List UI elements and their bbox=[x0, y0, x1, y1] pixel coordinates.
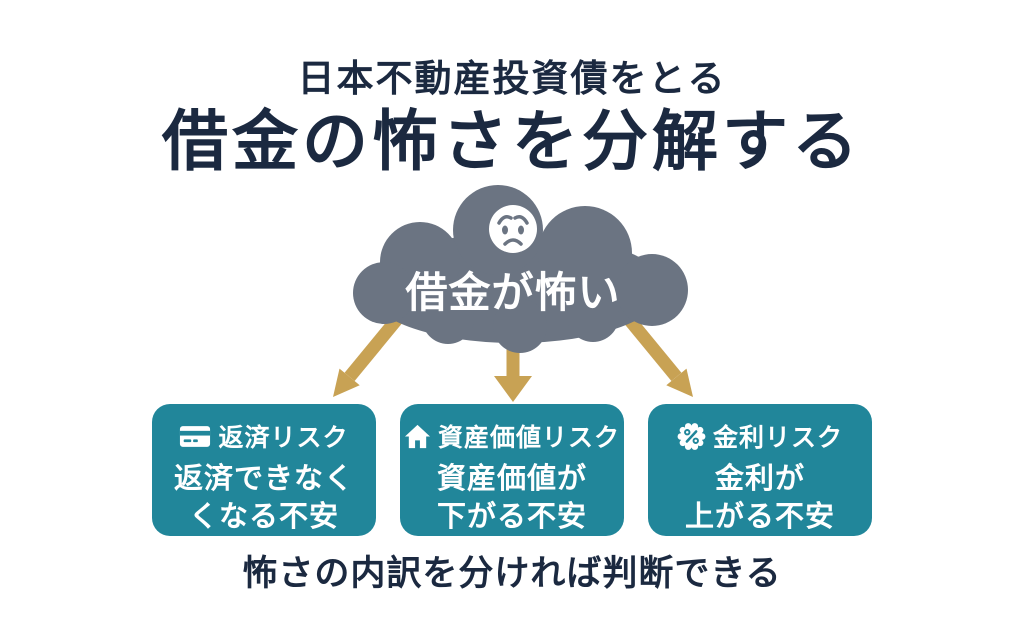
page-subtitle: 日本不動産投資債をとる bbox=[297, 58, 727, 99]
risk-card-line2: 下がる不安 bbox=[436, 500, 587, 533]
risk-card-header: 返済リスク bbox=[152, 418, 376, 454]
risk-card-line1: 返済できなく bbox=[173, 463, 354, 495]
page-title: 借金の怖さを分解する bbox=[162, 104, 862, 178]
worried-face-icon bbox=[489, 205, 537, 253]
risk-card-description: 資産価値が 下がる不安 bbox=[400, 461, 624, 536]
risk-card-repayment: 返済リスク 返済できなく くなる不安 bbox=[152, 404, 376, 536]
risk-card-title: 資産価値リスク bbox=[437, 424, 620, 452]
risk-card-title: 返済リスク bbox=[218, 424, 349, 452]
risk-card-description: 返済できなく くなる不安 bbox=[152, 461, 376, 536]
risk-card-line1: 資産価値が bbox=[436, 463, 587, 495]
risk-card-description: 金利が 上がる不安 bbox=[648, 461, 872, 536]
risk-card-line2: 上がる不安 bbox=[684, 500, 835, 533]
cloud-label: 借金が怖い bbox=[405, 269, 621, 316]
risk-card-line1: 金利が bbox=[714, 463, 805, 495]
arrow-down-left-icon bbox=[333, 313, 404, 397]
risk-cards-row: 返済リスク 返済できなく くなる不安 資産価値リスク 資産価値が 下がる不安 bbox=[0, 404, 1024, 536]
risk-card-asset-value: 資産価値リスク 資産価値が 下がる不安 bbox=[400, 404, 624, 536]
percent-badge-icon bbox=[677, 422, 706, 451]
risk-card-header: 金利リスク bbox=[648, 418, 872, 454]
risk-card-interest-rate: 金利リスク 金利が 上がる不安 bbox=[648, 404, 872, 536]
risk-card-title: 金利リスク bbox=[712, 424, 843, 452]
credit-card-icon bbox=[179, 424, 211, 449]
risk-card-header: 資産価値リスク bbox=[400, 418, 624, 454]
arrow-down-right-icon bbox=[622, 313, 693, 397]
footer-caption: 怖さの内訳を分ければ判断できる bbox=[242, 554, 782, 593]
house-icon bbox=[404, 423, 431, 450]
risk-card-line2: くなる不安 bbox=[188, 500, 339, 533]
